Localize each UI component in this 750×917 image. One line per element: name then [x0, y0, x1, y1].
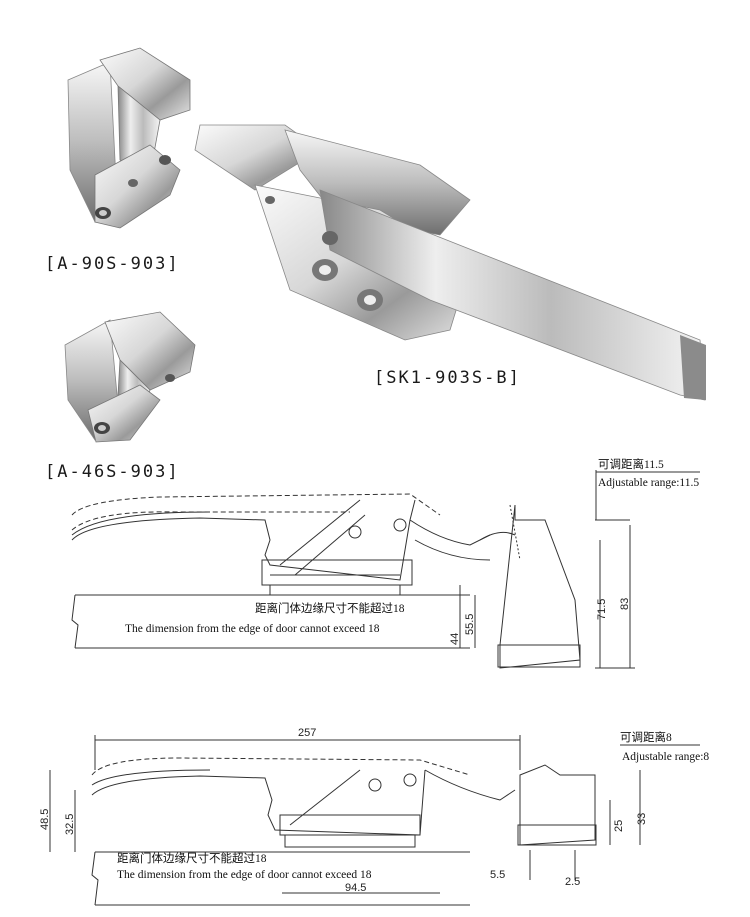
- edge-cn-bottom: 距离门体边缘尺寸不能超过18: [117, 851, 267, 865]
- dim-32-5: 32.5: [64, 814, 76, 835]
- part-label-a46s: [A-46S-903]: [45, 462, 180, 482]
- dim-257: 257: [298, 727, 316, 739]
- drawing-bottom: [49, 735, 700, 906]
- edge-en-bottom: The dimension from the edge of door cann…: [117, 869, 372, 881]
- latch-sk1-image: [194, 124, 706, 401]
- dim-94-5: 94.5: [345, 882, 366, 894]
- dim-5-5: 5.5: [490, 869, 505, 881]
- dim-33: 33: [636, 813, 648, 825]
- range-en-top: Adjustable range:11.5: [598, 477, 699, 489]
- part-label-a90s: [A-90S-903]: [45, 254, 180, 274]
- dim-44: 44: [449, 633, 461, 645]
- range-cn-bottom: 可调距离8: [620, 730, 672, 744]
- edge-cn-top: 距离门体边缘尺寸不能超过18: [255, 601, 405, 615]
- dim-2-5: 2.5: [565, 876, 580, 888]
- edge-en-top: The dimension from the edge of door cann…: [125, 623, 380, 635]
- catch-a90s-image: [67, 47, 191, 229]
- dim-83: 83: [619, 598, 631, 610]
- dim-55-5: 55.5: [464, 614, 476, 635]
- range-en-bottom: Adjustable range:8: [622, 751, 709, 763]
- dim-25: 25: [613, 820, 625, 832]
- range-cn-top: 可调距离11.5: [598, 457, 664, 471]
- catch-a46s-image: [64, 311, 196, 443]
- part-label-sk1: [SK1-903S-B]: [374, 368, 521, 388]
- dim-48-5: 48.5: [39, 809, 51, 830]
- dim-71-5: 71.5: [596, 599, 608, 620]
- drawing-top: [71, 470, 700, 669]
